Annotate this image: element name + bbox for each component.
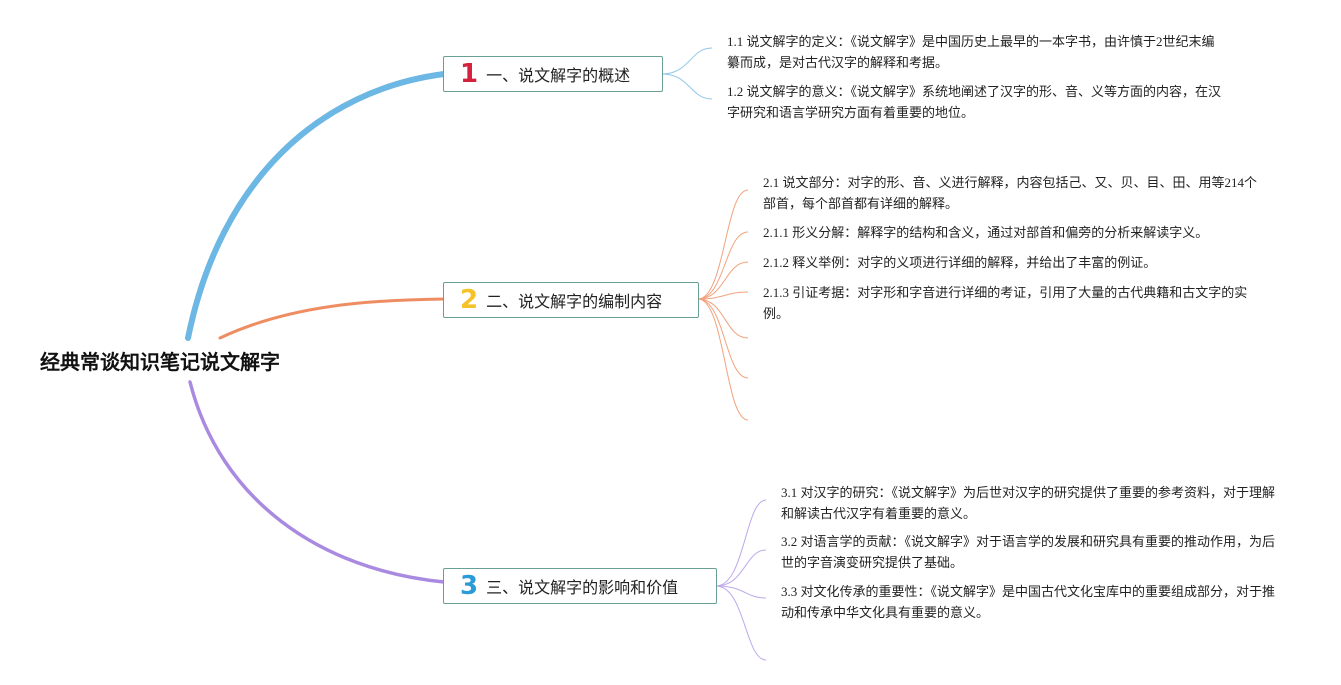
branch-1-topic[interactable]: 1 一、说文解字的概述 bbox=[443, 56, 663, 92]
root-topic[interactable]: 经典常谈知识笔记说文解字 bbox=[40, 350, 280, 374]
branch-1-label: 一、说文解字的概述 bbox=[486, 66, 631, 85]
branch-2-connector bbox=[218, 297, 446, 340]
leaf-2-2[interactable]: 2.1.1 形义分解：解释字的结构和含义，通过对部首和偏旁的分析来解读字义。 bbox=[763, 225, 1209, 240]
branch-3-topic[interactable]: 3 三、说文解字的影响和价值 bbox=[443, 568, 717, 604]
leaf-2-3[interactable]: 2.1.2 释义举例：对字的义项进行详细的解释，并给出了丰富的例证。 bbox=[763, 255, 1157, 270]
branch-2-topic[interactable]: 2 二、说文解字的编制内容 bbox=[443, 282, 699, 318]
leaf-1-2[interactable]: 1.2 说文解字的意义：《说文解字》系统地阐述了汉字的形、音、义等方面的内容，在… bbox=[727, 84, 1222, 120]
number-1-icon: 1 bbox=[460, 59, 479, 89]
leaf-2-4[interactable]: 2.1.3 引证考据：对字形和字音进行详细的考证，引用了大量的古代典籍和古文字的… bbox=[763, 285, 1248, 321]
number-3-icon: 3 bbox=[460, 571, 479, 601]
leaf-1-1[interactable]: 1.1 说文解字的定义：《说文解字》是中国历史上最早的一本字书，由许慎于2世纪末… bbox=[727, 34, 1215, 70]
branch-2-label: 二、说文解字的编制内容 bbox=[486, 292, 663, 311]
leaf-3-3[interactable]: 3.3 对文化传承的重要性：《说文解字》是中国古代文化宝库中的重要组成部分，对于… bbox=[781, 584, 1276, 620]
number-2-icon: 2 bbox=[460, 285, 479, 315]
branch-1-connector bbox=[185, 71, 447, 341]
leaf-3-2[interactable]: 3.2 对语言学的贡献：《说文解字》对于语言学的发展和研究具有重要的推动作用，为… bbox=[781, 534, 1276, 570]
leaf-2-1[interactable]: 2.1 说文部分：对字的形、音、义进行解释，内容包括己、又、贝、目、田、用等21… bbox=[763, 175, 1258, 211]
branch-3-label: 三、说文解字的影响和价值 bbox=[486, 578, 679, 597]
branch-3-connector bbox=[188, 380, 446, 584]
leaf-3-1[interactable]: 3.1 对汉字的研究：《说文解字》为后世对汉字的研究提供了重要的参考资料，对于理… bbox=[781, 485, 1276, 521]
